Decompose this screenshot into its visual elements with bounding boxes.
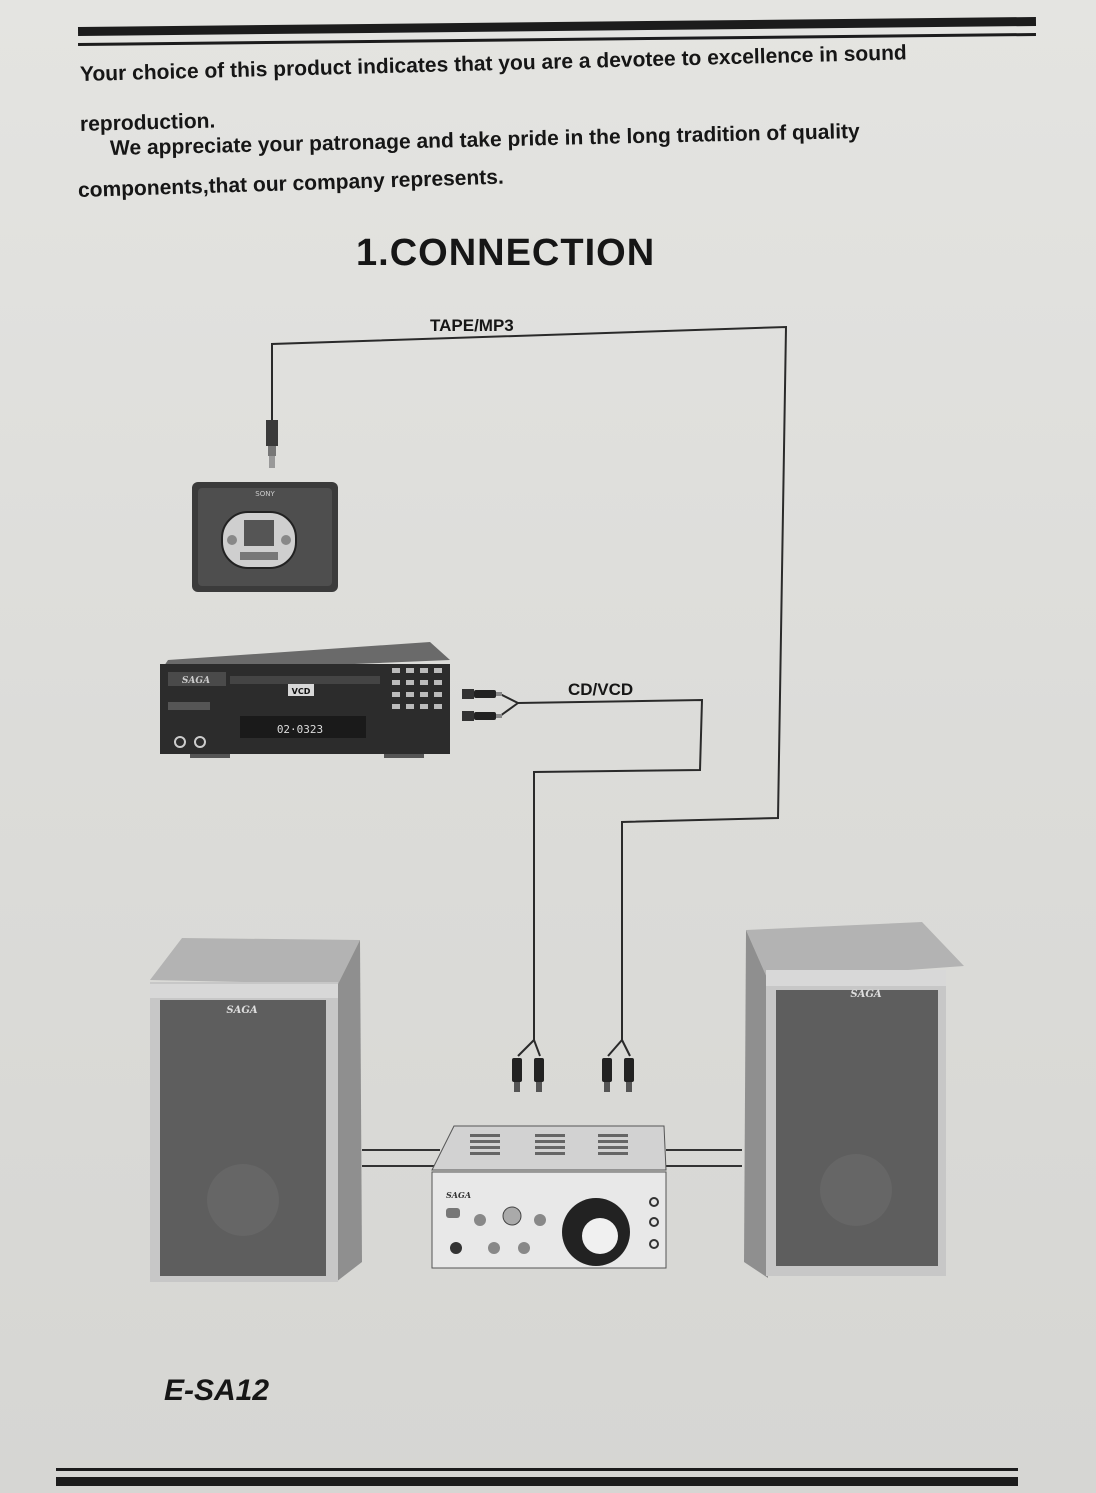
left-speaker-brand: SAGA xyxy=(226,1005,258,1016)
deck-rca-plugs xyxy=(462,689,502,721)
amp-brand: SAGA xyxy=(446,1190,471,1200)
tape-mp3-label: TAPE/MP3 xyxy=(430,316,514,335)
bottom-rule-thick xyxy=(56,1477,1018,1486)
right-speaker: SAGA xyxy=(744,922,964,1278)
right-speaker-brand: SAGA xyxy=(850,989,882,1000)
section-heading: 1.CONNECTION xyxy=(356,232,656,274)
amp-rca-plugs-right xyxy=(602,1058,634,1092)
bottom-rule-thin xyxy=(56,1468,1018,1471)
cd-vcd-cable xyxy=(499,693,704,1057)
player-brand: SONY xyxy=(255,490,275,498)
deck-brand: SAGA xyxy=(182,676,210,686)
minijack-icon xyxy=(266,420,278,468)
speaker-wires xyxy=(362,1149,742,1167)
deck-display: 02·0323 xyxy=(277,723,323,736)
model-number: E-SA12 xyxy=(164,1374,270,1407)
portable-player: SONY xyxy=(192,482,338,592)
deck-badge: VCD xyxy=(292,687,311,696)
amp-rca-plugs-left xyxy=(512,1058,544,1092)
tape-mp3-cable xyxy=(271,325,788,1057)
cd-vcd-label: CD/VCD xyxy=(568,680,634,699)
vcd-deck: VCD SAGA 02·0323 xyxy=(160,642,450,758)
left-speaker: SAGA xyxy=(150,938,362,1282)
amplifier: SAGA xyxy=(431,1125,667,1269)
